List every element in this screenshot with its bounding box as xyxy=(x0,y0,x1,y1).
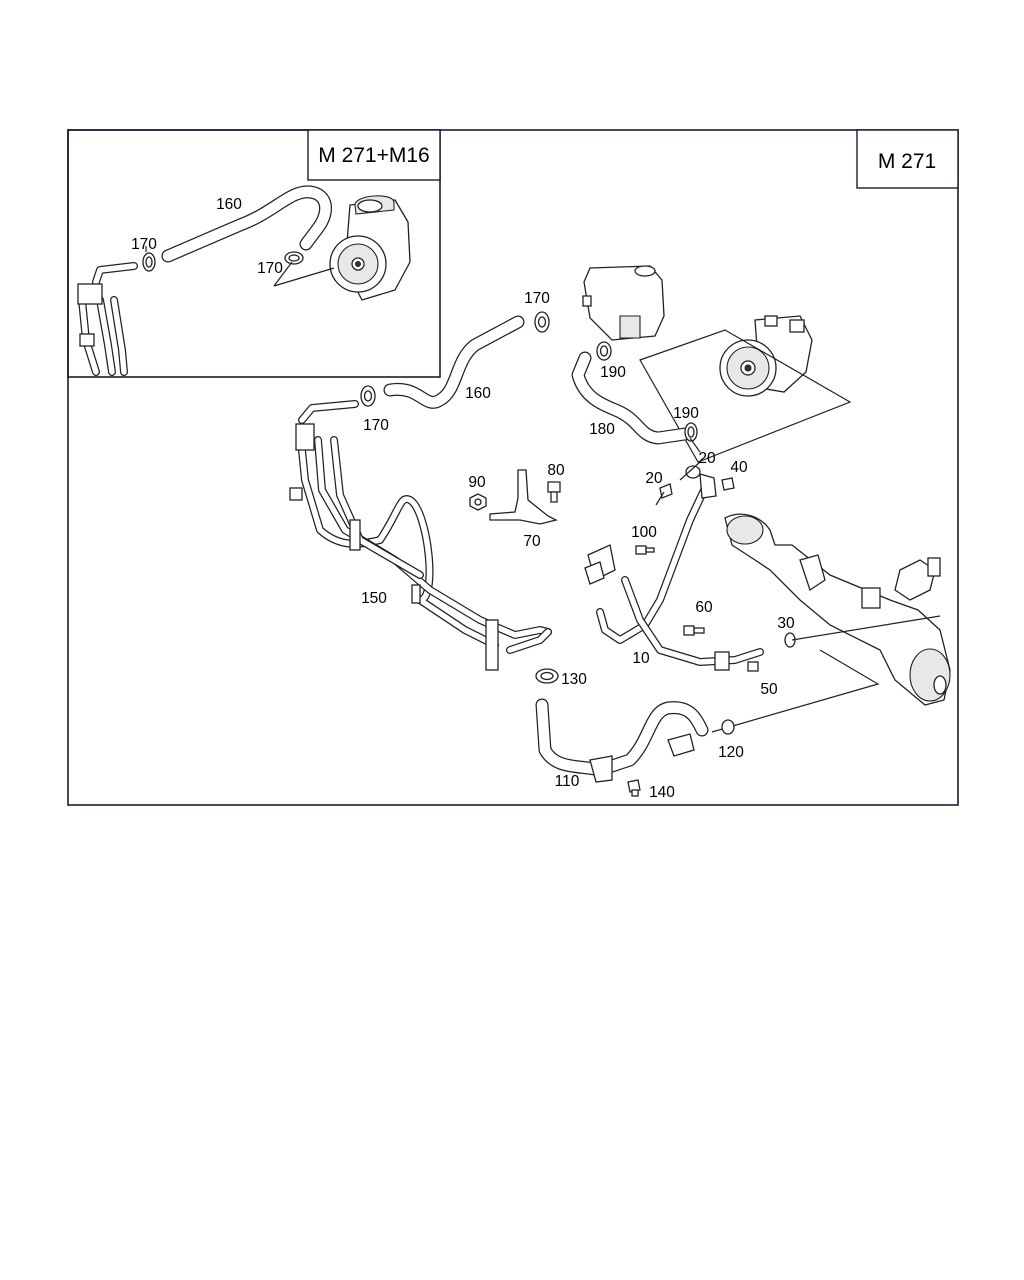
callout-80: 80 xyxy=(547,462,565,479)
return-hose-160 xyxy=(383,315,525,409)
return-line-110 xyxy=(535,698,709,783)
nut-90 xyxy=(469,493,487,511)
callout-130: 130 xyxy=(561,671,587,688)
callout-170-top: 170 xyxy=(524,290,550,307)
callout-60: 60 xyxy=(695,599,713,616)
callout-100: 100 xyxy=(631,524,657,541)
bolt-100 xyxy=(635,545,655,555)
pressure-line-10 xyxy=(596,473,764,671)
callout-190-mid: 190 xyxy=(673,405,699,422)
main-variant-label: M 271 xyxy=(856,129,959,189)
inset-frame xyxy=(67,129,441,378)
callout-20-right: 20 xyxy=(698,450,716,467)
seal-20-left xyxy=(655,483,673,506)
callout-inset-170-right: 170 xyxy=(257,260,283,277)
callout-70: 70 xyxy=(523,533,541,550)
callout-90: 90 xyxy=(468,474,486,491)
callout-170-left: 170 xyxy=(363,417,389,434)
diagram-frame xyxy=(67,129,959,806)
callout-10: 10 xyxy=(632,650,650,667)
clamp-190-top xyxy=(596,341,612,361)
cooler-line-150 xyxy=(289,423,552,671)
bolt-40 xyxy=(721,477,735,491)
svg-text:M 271+M16: M 271+M16 xyxy=(318,144,429,167)
steering-gear xyxy=(724,513,951,706)
svg-text:M 271: M 271 xyxy=(878,150,936,173)
bolt-60 xyxy=(683,625,705,636)
callout-30: 30 xyxy=(777,615,795,632)
callout-50: 50 xyxy=(760,681,778,698)
inset-drawing xyxy=(77,185,411,376)
callout-160: 160 xyxy=(465,385,491,402)
clamp-190-mid xyxy=(684,422,698,442)
callout-180: 180 xyxy=(589,421,615,438)
callout-110: 110 xyxy=(555,773,580,790)
callout-120: 120 xyxy=(718,744,744,761)
inset-clamp-170-right xyxy=(284,251,304,265)
callout-140: 140 xyxy=(649,784,675,801)
bracket-70 xyxy=(489,469,558,525)
callout-inset-160: 160 xyxy=(216,196,242,213)
callout-inset-170-left: 170 xyxy=(131,236,157,253)
inset-variant-label: M 271+M16 xyxy=(307,129,441,181)
inset-return-hose-160 xyxy=(161,185,332,263)
inset-pump-with-reservoir xyxy=(329,195,411,301)
reservoir xyxy=(582,265,665,341)
callout-190-top: 190 xyxy=(600,364,626,381)
bracket-clip xyxy=(584,544,616,585)
inset-clamp-170-left xyxy=(142,252,156,272)
pump-leader xyxy=(639,329,852,463)
bolt-140 xyxy=(627,779,641,797)
inset-pipe-bundle xyxy=(77,283,128,376)
callout-150: 150 xyxy=(361,590,387,607)
seal-120 xyxy=(721,719,735,735)
clamp-170-top xyxy=(534,311,550,333)
callout-40: 40 xyxy=(730,459,748,476)
power-steering-pump xyxy=(719,315,813,397)
seal-20-right xyxy=(685,465,701,479)
callout-20-left: 20 xyxy=(645,470,663,487)
clamp-130 xyxy=(535,668,559,684)
bolt-80 xyxy=(547,481,561,503)
clamp-170-left xyxy=(360,385,376,407)
bolt-50 xyxy=(747,661,759,672)
suction-hose-180 xyxy=(571,351,692,445)
